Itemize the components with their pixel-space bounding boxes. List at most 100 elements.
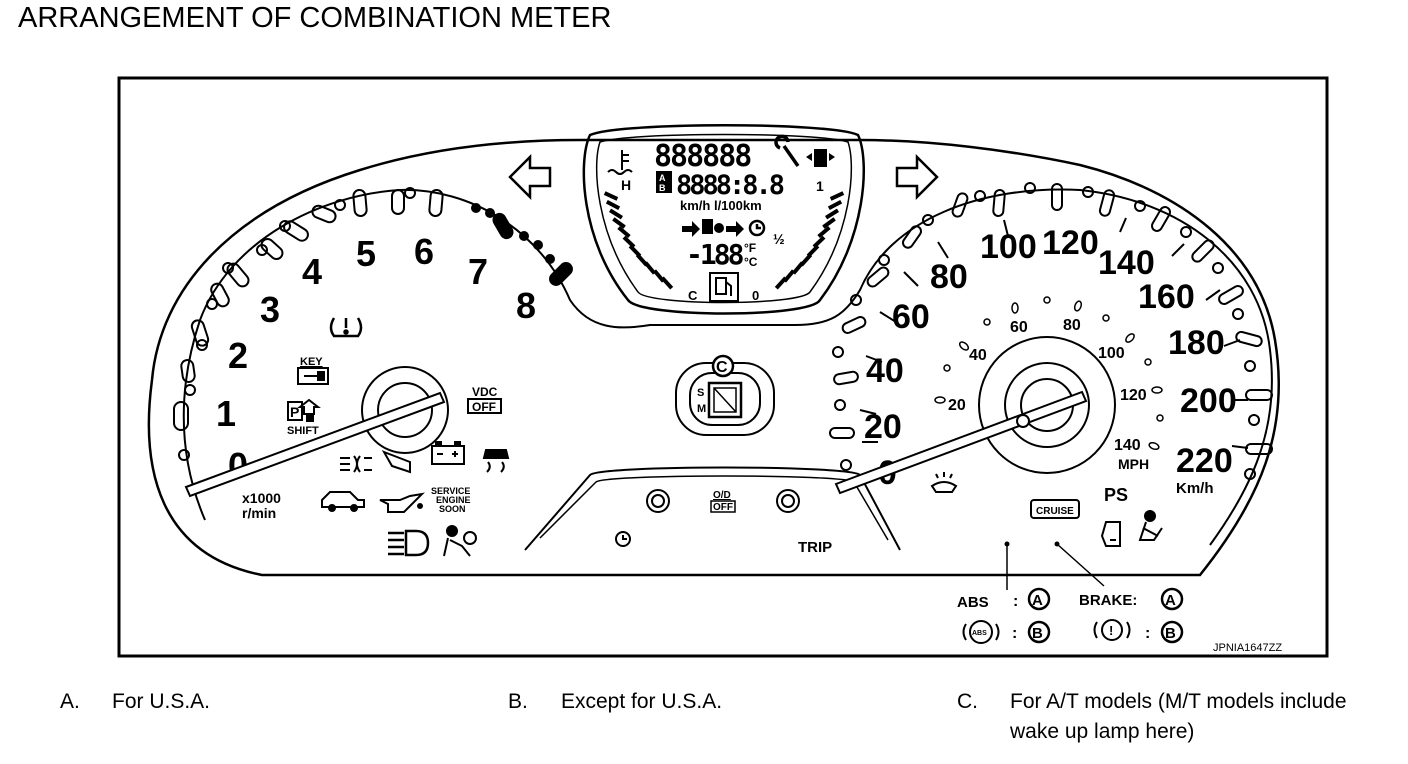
right-turn-arrow-icon (895, 153, 939, 201)
kmh-label-160: 160 (1138, 278, 1195, 316)
units-label: km/h l/100km (680, 198, 762, 213)
vdc-label: VDC (472, 385, 498, 399)
service-engine-soon-lamp: SERVICE ENGINE SOON (431, 486, 471, 514)
seatbelt-icon (1138, 510, 1163, 541)
kmh-unit: Km/h (1176, 480, 1214, 497)
mph-label-140: 140 (1114, 437, 1141, 454)
temp-gauge-segments (603, 191, 674, 290)
abs-colon-b: : (1012, 625, 1017, 642)
mph-label-20: 20 (948, 397, 966, 414)
kmh-label-140: 140 (1098, 244, 1155, 282)
tach-label-5: 5 (356, 233, 376, 274)
od-off-lamp: O/D OFF (710, 490, 736, 513)
ps-label: PS (1104, 485, 1128, 505)
diagram-frame (117, 76, 1329, 658)
kmh-label-80: 80 (930, 258, 968, 296)
abs-label: ABS (957, 594, 989, 611)
speedometer-ticks (829, 182, 1273, 480)
trip-a-label: A (659, 173, 666, 183)
kmh-label-120: 120 (1042, 224, 1099, 262)
kmh-label-60: 60 (892, 298, 930, 336)
brake-leader-line (1056, 543, 1105, 587)
tire-pressure-icon (329, 317, 363, 338)
abs-colon-a: : (1013, 593, 1018, 610)
mph-unit: MPH (1118, 456, 1149, 472)
tach-label-8: 8 (516, 285, 536, 326)
airbag-icon (443, 525, 477, 557)
brake-warning-icon: ! (1093, 619, 1131, 641)
fuel-half-label: ½ (773, 231, 785, 247)
service-label-line1: SERVICE (431, 486, 470, 496)
tach-needle (184, 391, 446, 498)
note-b-key: B. (508, 690, 528, 713)
kmh-label-20: 20 (864, 408, 902, 446)
abs-icon: ABS (962, 620, 1000, 644)
temp-cold-label: C (688, 288, 698, 303)
fuel-full-label: 1 (816, 178, 824, 194)
park-shift-lamp: P SHIFT (287, 398, 321, 437)
trip-ab-box (656, 171, 672, 193)
figure-id: JPNIA1647ZZ (1213, 642, 1282, 654)
fuel-gauge-segments (774, 191, 845, 290)
lower-lamp-right (776, 489, 800, 513)
coolant-temp-icon (607, 150, 633, 175)
tach-label-2: 2 (228, 335, 248, 376)
wrench-icon (774, 134, 800, 168)
cruise-label: CRUISE (1036, 506, 1074, 517)
kmh-label-200: 200 (1180, 382, 1237, 420)
tach-label-3: 3 (260, 289, 280, 330)
vdc-off-label: OFF (472, 400, 496, 414)
page-title: ARRANGEMENT OF COMBINATION METER (18, 2, 612, 34)
kmh-label-220: 220 (1176, 442, 1233, 480)
deg-f-label: °F (744, 241, 756, 255)
service-label-line3: SOON (439, 504, 466, 514)
od-off-label: OFF (713, 502, 733, 513)
shift-m-label: M (697, 403, 706, 415)
tachometer-scale: 0 1 2 3 4 5 6 7 8 (216, 231, 536, 486)
tach-label-7: 7 (468, 251, 488, 292)
temp-hot-label: H (621, 177, 631, 193)
shift-callout-c: C (716, 359, 728, 376)
headlight-icon (388, 529, 430, 557)
speedometer-kmh-scale: 0 20 40 60 80 100 120 140 160 180 200 22… (864, 224, 1237, 492)
meter-housing (147, 138, 1281, 577)
note-c-key: C. (957, 690, 978, 713)
mph-ticks (934, 296, 1164, 451)
left-turn-arrow-icon (508, 153, 552, 201)
mph-label-100: 100 (1098, 345, 1125, 362)
tachometer-redzone (471, 203, 573, 286)
slip-icon (482, 449, 510, 473)
tach-unit-line2: r/min (242, 505, 276, 521)
brake-label: BRAKE: (1079, 592, 1137, 609)
brake-a-marker: A (1165, 592, 1176, 609)
kmh-label-100: 100 (980, 228, 1037, 266)
door-open-icon (381, 450, 411, 474)
mph-label-120: 120 (1120, 387, 1147, 404)
od-label: O/D (713, 490, 731, 501)
washer-icon (930, 472, 958, 493)
clock-icon (748, 219, 766, 237)
abs-a-marker: A (1032, 592, 1043, 609)
abs-icon-text: ABS (972, 630, 987, 637)
key-warning-lamp: KEY (297, 356, 329, 385)
fuel-economy-indicator (682, 219, 744, 237)
abs-b-marker: B (1032, 625, 1043, 642)
mph-label-40: 40 (969, 347, 987, 364)
mph-label-80: 80 (1063, 317, 1081, 334)
tachometer-ticks (173, 187, 444, 461)
note-a-text: For U.S.A. (112, 690, 211, 713)
center-display-housing (582, 124, 866, 315)
vdc-off-lamp: VDC OFF (467, 385, 502, 414)
fuel-empty-label: 0 (752, 288, 759, 303)
note-a-key: A. (60, 690, 80, 713)
service-label-line2: ENGINE (436, 495, 471, 505)
park-letter: P (290, 404, 299, 420)
kmh-label-40: 40 (866, 352, 904, 390)
fuel-door-icon (806, 149, 835, 167)
trip-digits: 8888:8.8 (676, 170, 784, 201)
key-label: KEY (300, 356, 323, 368)
speed-hub-outer (978, 336, 1116, 474)
center-display-inner (595, 133, 853, 304)
brake-b-marker: B (1165, 625, 1176, 642)
